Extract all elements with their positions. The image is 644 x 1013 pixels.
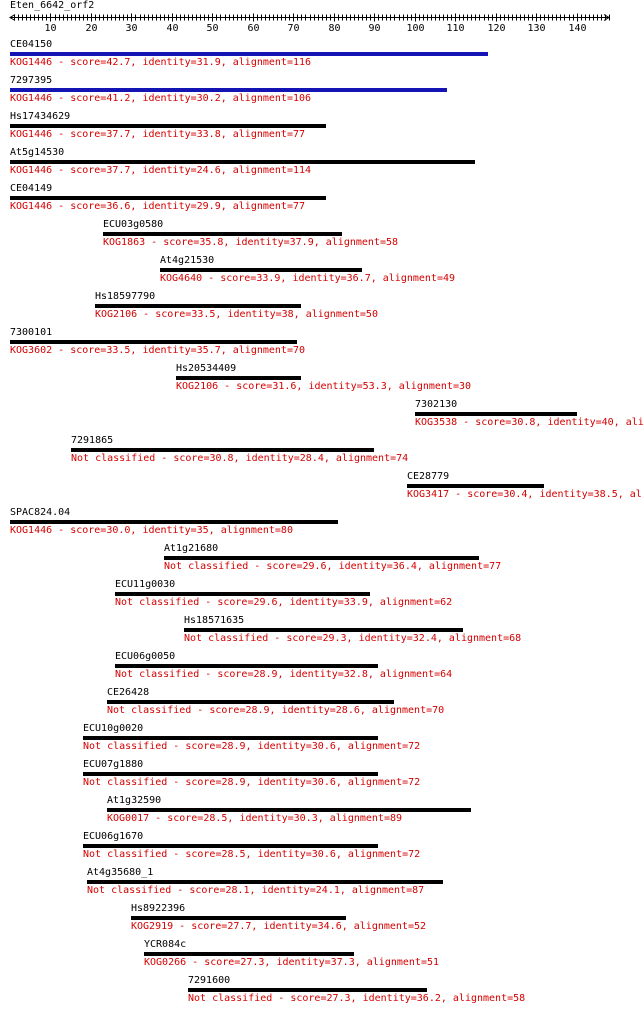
hit-description: Not classified - score=28.1, identity=24… xyxy=(87,885,425,896)
hit-alignment-bar[interactable] xyxy=(107,700,394,704)
hit-description: Not classified - score=28.5, identity=30… xyxy=(83,849,421,860)
hit-id-label[interactable]: ECU06g1670 xyxy=(83,831,144,842)
hit-alignment-bar[interactable] xyxy=(10,52,488,56)
hit-description: KOG1446 - score=42.7, identity=31.9, ali… xyxy=(10,57,312,68)
ruler-tick-label: 50 xyxy=(206,23,218,34)
hit-id-label[interactable]: ECU11g0030 xyxy=(115,579,176,590)
hit-id-label[interactable]: At5g14530 xyxy=(10,147,65,158)
ruler-tick-label: 60 xyxy=(247,23,259,34)
hit-id-label[interactable]: 7300101 xyxy=(10,327,53,338)
hit-alignment-bar[interactable] xyxy=(115,664,378,668)
hit-id-label[interactable]: At1g21680 xyxy=(164,543,219,554)
ruler-arrow-left xyxy=(9,14,16,21)
hit-alignment-bar[interactable] xyxy=(160,268,362,272)
hit-alignment-bar[interactable] xyxy=(87,880,443,884)
ruler-tick-label: 20 xyxy=(85,23,97,34)
hit-id-label[interactable]: ECU07g1880 xyxy=(83,759,144,770)
hit-description: KOG4640 - score=33.9, identity=36.7, ali… xyxy=(160,273,456,284)
hit-id-label[interactable]: 7297395 xyxy=(10,75,53,86)
hit-alignment-bar[interactable] xyxy=(415,412,577,416)
hit-description: KOG3417 - score=30.4, identity=38.5, al xyxy=(407,489,642,500)
hit-description: KOG2919 - score=27.7, identity=34.6, ali… xyxy=(131,921,427,932)
hit-id-label[interactable]: ECU03g0580 xyxy=(103,219,164,230)
ruler-tick-label: 10 xyxy=(44,23,56,34)
hit-alignment-bar[interactable] xyxy=(10,520,338,524)
ruler-tick-label: 90 xyxy=(368,23,380,34)
hit-alignment-bar[interactable] xyxy=(10,160,475,164)
hit-alignment-bar[interactable] xyxy=(10,124,326,128)
ruler-tick-label: 140 xyxy=(568,23,586,34)
hit-description: Not classified - score=28.9, identity=28… xyxy=(107,705,445,716)
hit-description: KOG2106 - score=33.5, identity=38, align… xyxy=(95,309,378,320)
hit-alignment-bar[interactable] xyxy=(164,556,479,560)
ruler-tick-label: 30 xyxy=(125,23,137,34)
hit-description: KOG3602 - score=33.5, identity=35.7, ali… xyxy=(10,345,306,356)
hit-id-label[interactable]: Hs8922396 xyxy=(131,903,186,914)
hit-description: Not classified - score=28.9, identity=32… xyxy=(115,669,453,680)
ruler-tick-label: 80 xyxy=(328,23,340,34)
hit-id-label[interactable]: Hs18597790 xyxy=(95,291,156,302)
hit-id-label[interactable]: At4g35680_1 xyxy=(87,867,154,878)
hit-description: KOG1446 - score=41.2, identity=30.2, ali… xyxy=(10,93,312,104)
hit-description: KOG2106 - score=31.6, identity=53.3, ali… xyxy=(176,381,472,392)
hit-id-label[interactable]: ECU10g0020 xyxy=(83,723,144,734)
ruler: 10 20 30 40 50 60 70 80 90 100 110 120 130 140 xyxy=(9,13,610,34)
hit-alignment-bar[interactable] xyxy=(115,592,370,596)
hit-alignment-bar[interactable] xyxy=(407,484,544,488)
ruler-tick-label: 120 xyxy=(487,23,505,34)
hit-description: KOG0017 - score=28.5, identity=30.3, ali… xyxy=(107,813,403,824)
hit-alignment-bar[interactable] xyxy=(10,340,297,344)
hit-description: KOG1446 - score=37.7, identity=33.8, ali… xyxy=(10,129,306,140)
hit-alignment-bar[interactable] xyxy=(176,376,301,380)
hit-description: Not classified - score=30.8, identity=28… xyxy=(71,453,409,464)
hit-id-label[interactable]: 7291865 xyxy=(71,435,114,446)
hit-id-label[interactable]: At4g21530 xyxy=(160,255,215,266)
ruler-tick-label: 110 xyxy=(446,23,464,34)
hit-id-label[interactable]: At1g32590 xyxy=(107,795,162,806)
hit-description: KOG1446 - score=30.0, identity=35, align… xyxy=(10,525,293,536)
hit-alignment-bar[interactable] xyxy=(10,88,447,92)
hit-description: KOG0266 - score=27.3, identity=37.3, ali… xyxy=(144,957,440,968)
hit-id-label[interactable]: SPAC824.04 xyxy=(10,507,71,518)
hit-description: Not classified - score=28.9, identity=30… xyxy=(83,777,421,788)
hit-description: Not classified - score=29.6, identity=33… xyxy=(115,597,453,608)
hit-id-label[interactable]: CE28779 xyxy=(407,471,450,482)
hit-id-label[interactable]: Hs17434629 xyxy=(10,111,71,122)
hit-alignment-bar[interactable] xyxy=(188,988,427,992)
hit-id-label[interactable]: CE04149 xyxy=(10,183,53,194)
hit-alignment-bar[interactable] xyxy=(184,628,463,632)
hit-alignment-bar[interactable] xyxy=(144,952,354,956)
hit-description: KOG3538 - score=30.8, identity=40, ali xyxy=(415,417,644,428)
query-title: Eten_6642_orf2 xyxy=(10,0,95,11)
hit-alignment-bar[interactable] xyxy=(83,772,378,776)
hit-description: Not classified - score=27.3, identity=36… xyxy=(188,993,526,1004)
hit-id-label[interactable]: Hs20534409 xyxy=(176,363,237,374)
ruler-tick-label: 130 xyxy=(527,23,545,34)
ruler-tick-label: 70 xyxy=(287,23,299,34)
hit-description: Not classified - score=29.3, identity=32… xyxy=(184,633,522,644)
hit-id-label[interactable]: Hs18571635 xyxy=(184,615,245,626)
hit-id-label[interactable]: 7291600 xyxy=(188,975,231,986)
hit-description: Not classified - score=28.9, identity=30… xyxy=(83,741,421,752)
hit-alignment-bar[interactable] xyxy=(107,808,471,812)
hit-description: KOG1446 - score=37.7, identity=24.6, ali… xyxy=(10,165,312,176)
hit-alignment-bar[interactable] xyxy=(10,196,326,200)
hit-alignment-bar[interactable] xyxy=(71,448,374,452)
hit-description: KOG1446 - score=36.6, identity=29.9, ali… xyxy=(10,201,306,212)
ruler-tick-label: 40 xyxy=(166,23,178,34)
hit-alignment-bar[interactable] xyxy=(103,232,342,236)
hit-alignment-bar[interactable] xyxy=(83,844,378,848)
hit-alignment-bar[interactable] xyxy=(95,304,301,308)
hit-id-label[interactable]: CE26428 xyxy=(107,687,150,698)
hit-description: KOG1863 - score=35.8, identity=37.9, ali… xyxy=(103,237,399,248)
hit-alignment-bar[interactable] xyxy=(83,736,378,740)
hit-description: Not classified - score=29.6, identity=36… xyxy=(164,561,502,572)
ruler-tick-label: 100 xyxy=(406,23,424,34)
hit-id-label[interactable]: 7302130 xyxy=(415,399,458,410)
hit-id-label[interactable]: CE04150 xyxy=(10,39,53,50)
hit-id-label[interactable]: ECU06g0050 xyxy=(115,651,176,662)
hit-id-label[interactable]: YCR084c xyxy=(144,939,187,950)
hit-alignment-bar[interactable] xyxy=(131,916,346,920)
